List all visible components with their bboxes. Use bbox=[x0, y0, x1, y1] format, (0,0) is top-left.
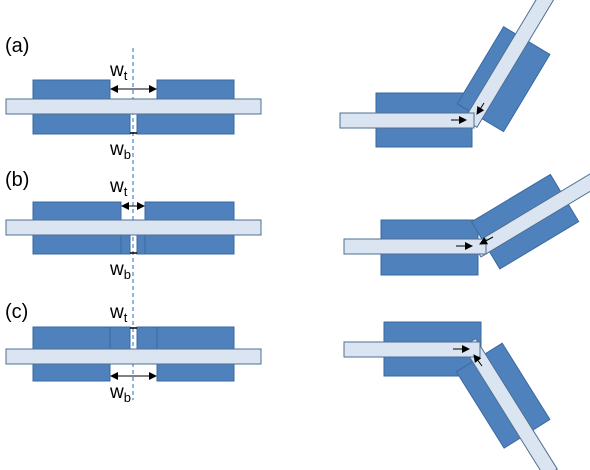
panel-label: (a) bbox=[5, 35, 29, 57]
fixed-strip bbox=[343, 238, 487, 255]
folded-hinge bbox=[343, 167, 590, 276]
strip bbox=[5, 98, 262, 115]
strip bbox=[5, 219, 262, 236]
pull-arrow bbox=[479, 236, 494, 245]
bottom-width-label: wb bbox=[109, 259, 131, 282]
straight-hinge: wt wb bbox=[5, 60, 262, 162]
panel-a: (a) wt wb bbox=[5, 0, 557, 162]
top-width-label: wt bbox=[109, 60, 128, 83]
pull-arrow bbox=[476, 102, 485, 115]
straight-hinge: wt wb bbox=[5, 302, 262, 405]
panel-b: (b) wt wb bbox=[5, 167, 590, 282]
right-block-bottom bbox=[136, 111, 235, 135]
bottom-width-label: wb bbox=[109, 382, 131, 405]
top-width-label: wt bbox=[109, 176, 128, 199]
panel-c: (c) wt wb bbox=[5, 301, 558, 470]
straight-hinge: wt wb bbox=[5, 176, 262, 282]
panel-label: (b) bbox=[5, 169, 29, 191]
top-width-label: wt bbox=[109, 302, 128, 325]
strip bbox=[5, 348, 262, 365]
folded-hinge bbox=[339, 0, 557, 148]
bottom-width-label: wb bbox=[109, 139, 131, 162]
left-block-bottom bbox=[32, 111, 131, 135]
panel-label: (c) bbox=[5, 301, 28, 323]
pull-arrow bbox=[473, 354, 483, 367]
folded-hinge bbox=[343, 321, 558, 470]
fixed-strip bbox=[343, 341, 481, 358]
fixed-strip bbox=[339, 112, 475, 129]
